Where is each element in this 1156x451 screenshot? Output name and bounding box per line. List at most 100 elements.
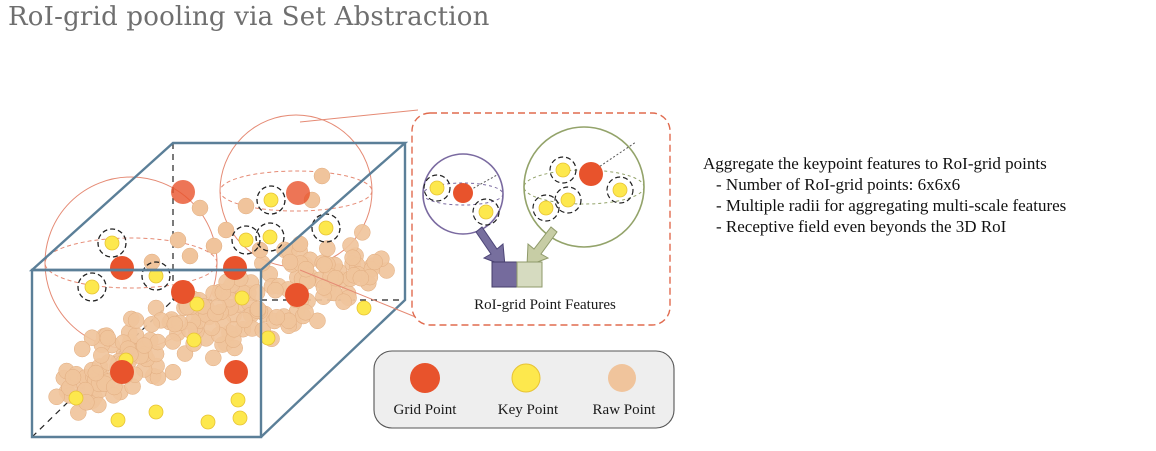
grid-point xyxy=(171,180,195,204)
raw-point xyxy=(281,253,299,271)
description-heading: Aggregate the keypoint features to RoI-g… xyxy=(703,154,1047,173)
raw-point xyxy=(316,256,333,273)
raw-point xyxy=(205,349,222,367)
legend-label-grid-point: Grid Point xyxy=(394,402,458,418)
raw-point xyxy=(64,369,82,386)
large-ball-arrow xyxy=(526,226,558,267)
key-point xyxy=(110,412,126,428)
grid-point xyxy=(224,360,248,384)
raw-point xyxy=(313,167,331,185)
keypoint-ring xyxy=(141,261,171,291)
right-sphere-equator xyxy=(219,170,373,212)
left-sphere-equator xyxy=(44,237,218,289)
raw-point xyxy=(291,235,309,253)
slide-title: RoI-grid pooling via Set Abstraction xyxy=(8,2,490,32)
small-scale-feature-block xyxy=(491,261,518,288)
key-point xyxy=(238,232,254,248)
grid-point xyxy=(110,256,134,280)
zoom-connector-line xyxy=(299,109,419,123)
grid-point xyxy=(579,162,603,186)
key-point xyxy=(560,192,576,208)
raw-point xyxy=(181,247,199,265)
raw-point xyxy=(352,269,370,287)
grid-point xyxy=(171,280,195,304)
zoom-connector-line-lower xyxy=(299,269,419,319)
grid-point xyxy=(110,360,134,384)
key-point xyxy=(318,220,334,236)
raw-point xyxy=(267,282,284,299)
legend-key-point-icon xyxy=(511,363,541,393)
key-point xyxy=(538,200,554,216)
key-point xyxy=(262,229,278,245)
keypoint-ring xyxy=(532,194,560,222)
raw-point xyxy=(217,221,235,239)
key-point xyxy=(555,162,571,178)
keypoint-ring xyxy=(554,186,582,214)
key-point xyxy=(263,192,279,208)
legend: Grid Point Key Point Raw Point xyxy=(373,350,675,429)
key-point xyxy=(234,290,250,306)
key-point xyxy=(68,390,84,406)
description-bullet: - Number of RoI-grid points: 6x6x6 xyxy=(716,175,961,194)
description-bullet: - Receptive field even beyonds the 3D Ro… xyxy=(716,217,1007,236)
keypoint-ring xyxy=(549,156,577,184)
large-ball-equator xyxy=(523,169,645,205)
key-point xyxy=(232,410,248,426)
zoom-points xyxy=(423,156,634,226)
raw-point xyxy=(169,231,187,249)
zoom-caption: RoI-grid Point Features xyxy=(474,297,616,313)
keypoint-ring xyxy=(77,272,107,302)
raw-point xyxy=(236,311,253,329)
grid-point xyxy=(286,181,310,205)
roi-box-visible-edges xyxy=(28,141,409,439)
raw-point xyxy=(297,304,314,321)
legend-raw-point-icon xyxy=(608,364,636,392)
keypoint-ring xyxy=(472,198,500,226)
key-point xyxy=(148,404,164,420)
raw-point xyxy=(166,315,184,333)
keypoint-ring xyxy=(255,222,285,252)
key-point xyxy=(356,300,372,316)
legend-grid-point-icon xyxy=(410,363,440,393)
raw-point xyxy=(73,340,91,358)
raw-point xyxy=(99,329,117,347)
raw-point xyxy=(87,364,105,382)
legend-label-key-point: Key Point xyxy=(498,402,559,418)
raw-point xyxy=(249,300,267,318)
raw-point xyxy=(210,298,227,315)
keypoint-ring xyxy=(423,174,451,202)
raw-point xyxy=(309,312,326,330)
raw-point xyxy=(149,333,167,351)
key-point xyxy=(230,392,246,408)
raw-point xyxy=(48,388,65,406)
raw-point xyxy=(93,347,110,364)
description-text: Aggregate the keypoint features to RoI-g… xyxy=(703,153,1153,237)
raw-point xyxy=(248,284,266,301)
key-points xyxy=(68,192,372,430)
raw-point xyxy=(366,253,383,271)
raw-point xyxy=(164,363,182,381)
raw-point xyxy=(143,316,160,333)
key-point xyxy=(200,414,216,430)
key-point xyxy=(189,296,205,312)
raw-point xyxy=(327,269,344,287)
keypoint-ring xyxy=(256,185,286,215)
legend-label-raw-point: Raw Point xyxy=(593,402,657,418)
key-point xyxy=(478,204,494,220)
small-ball-arrow xyxy=(475,226,506,267)
raw-point xyxy=(344,249,361,266)
key-point xyxy=(186,332,202,348)
description-bullet: - Multiple radii for aggregating multi-s… xyxy=(716,196,1067,215)
raw-point xyxy=(127,312,145,329)
raw-point xyxy=(319,240,336,257)
raw-point xyxy=(135,337,153,354)
grid-point xyxy=(453,183,473,203)
small-ball-radius-line xyxy=(462,174,498,195)
raw-point xyxy=(164,333,182,350)
raw-point xyxy=(205,237,223,255)
raw-point xyxy=(335,293,352,310)
raw-point xyxy=(268,308,286,326)
key-point xyxy=(84,279,100,295)
grid-point xyxy=(285,283,309,307)
